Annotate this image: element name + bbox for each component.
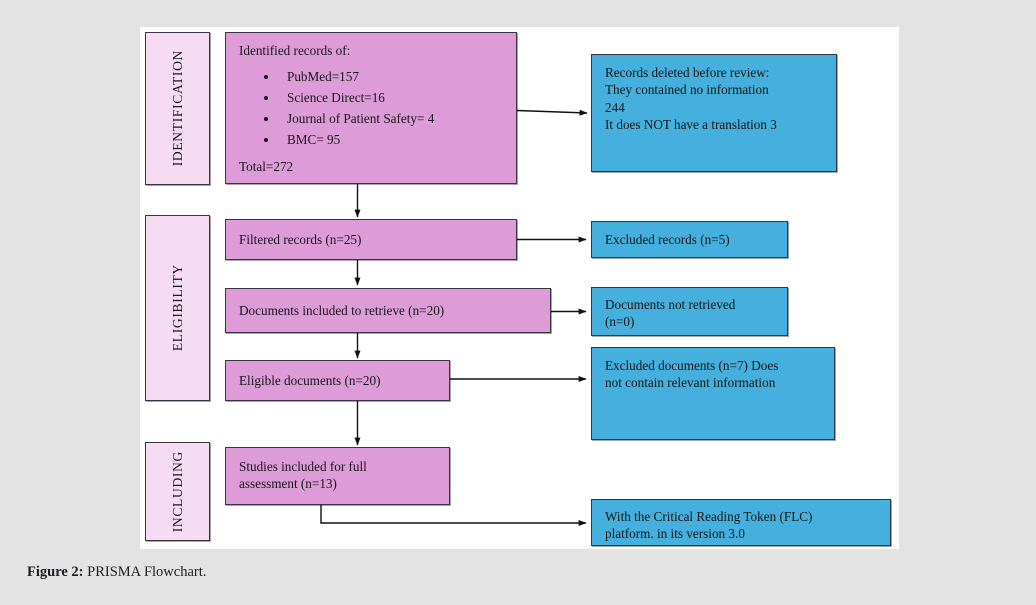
documents-not-retrieved-line-1: Documents not retrieved [605,297,736,312]
studies-included-line-1: Studies included for full [239,459,367,474]
figure-caption-text: PRISMA Flowchart. [83,564,207,580]
source-item-bmc: BMC= 95 [279,131,505,148]
source-item-pubmed: PubMed=157 [279,68,505,85]
documents-included-retrieve-text: Documents included to retrieve (n=20) [239,303,445,318]
stage-label-including: INCLUDING [145,442,210,541]
platform-note-line-1: With the Critical Reading Token (FLC) [605,509,813,524]
node-eligible-documents[interactable]: Eligible documents (n=20) [225,360,450,401]
records-deleted-line-4: It does NOT have a translation 3 [605,117,777,133]
node-identified-records[interactable]: Identified records of: PubMed=157 Scienc… [225,32,517,184]
stage-label-eligibility: ELIGIBILITY [145,215,210,401]
source-item-journal-patient-safety: Journal of Patient Safety= 4 [279,110,505,127]
stage-label-eligibility-text: ELIGIBILITY [169,264,185,352]
connector-studies-to-platform [320,505,587,526]
identified-records-source-list: PubMed=157 Science Direct=16 Journal of … [239,68,505,148]
excluded-records-text: Excluded records (n=5) [605,232,730,247]
records-deleted-line-2: They contained no information [605,82,769,98]
node-filtered-records[interactable]: Filtered records (n=25) [225,219,517,260]
figure-caption-label: Figure 2: [27,564,84,580]
platform-note-line-2: platform. in its version 3.0 [605,526,745,542]
figure-card: IDENTIFICATION ELIGIBILITY INCLUDING Ide… [140,27,899,549]
stage-label-including-text: INCLUDING [169,450,185,533]
identified-records-heading: Identified records of: [239,43,351,58]
source-item-science-direct: Science Direct=16 [279,89,505,106]
documents-not-retrieved-line-2: (n=0) [605,314,635,330]
node-excluded-documents[interactable]: Excluded documents (n=7) Does not contai… [591,347,835,440]
node-platform-note[interactable]: With the Critical Reading Token (FLC) pl… [591,499,891,546]
node-documents-included-retrieve[interactable]: Documents included to retrieve (n=20) [225,288,551,333]
figure-caption: Figure 2: PRISMA Flowchart. [27,564,206,581]
connector-identified-to-deleted [516,109,588,116]
node-records-deleted[interactable]: Records deleted before review: They cont… [591,54,837,172]
node-excluded-records[interactable]: Excluded records (n=5) [591,221,788,258]
filtered-records-text: Filtered records (n=25) [239,232,362,247]
records-deleted-line-1: Records deleted before review: [605,65,770,80]
excluded-documents-line-1: Excluded documents (n=7) Does [605,358,779,373]
studies-included-line-2: assessment (n=13) [239,476,337,492]
stage-label-identification: IDENTIFICATION [145,32,210,185]
node-studies-included[interactable]: Studies included for full assessment (n=… [225,447,450,505]
records-deleted-line-3: 244 [605,99,625,115]
eligible-documents-text: Eligible documents (n=20) [239,373,381,388]
stage-label-identification-text: IDENTIFICATION [169,50,185,167]
identified-records-total: Total=272 [239,158,294,174]
node-documents-not-retrieved[interactable]: Documents not retrieved (n=0) [591,287,788,336]
excluded-documents-line-2: not contain relevant information [605,375,776,391]
